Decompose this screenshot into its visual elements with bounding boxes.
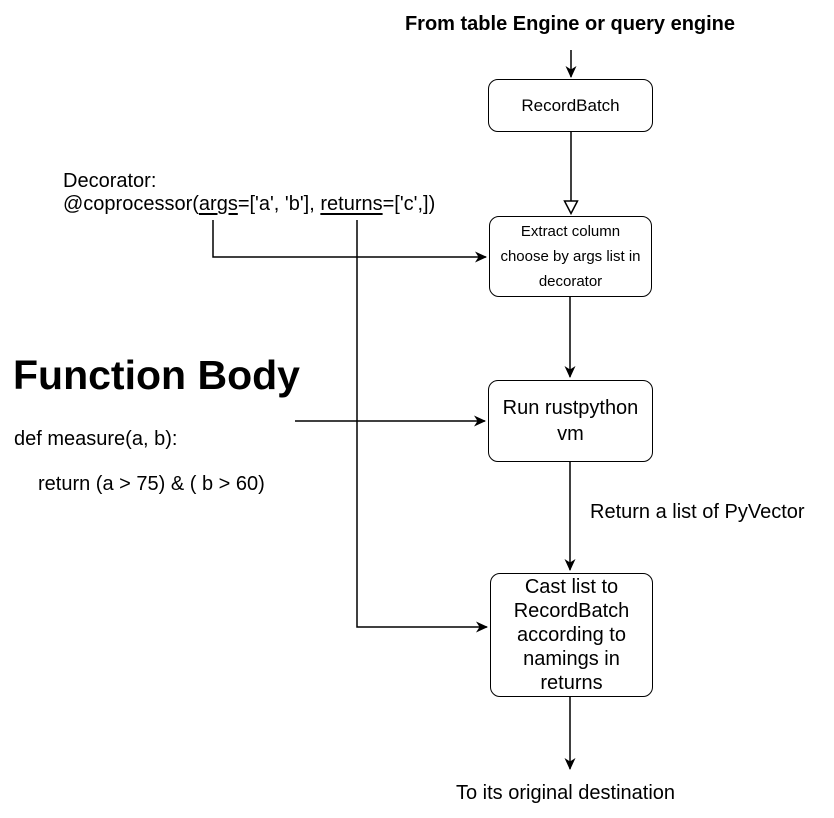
node-recordbatch-label: RecordBatch bbox=[521, 95, 620, 115]
node-extract-column: Extract column choose by args list in de… bbox=[489, 216, 652, 297]
decorator-code-args: args bbox=[198, 193, 238, 215]
source-label: From table Engine or query engine bbox=[404, 13, 736, 35]
edge-returns-to-cast bbox=[356, 220, 488, 633]
node-cast-line: according to bbox=[517, 624, 626, 646]
sink-label: To its original destination bbox=[456, 782, 676, 804]
node-runvm-line: vm bbox=[557, 423, 584, 445]
node-run-rustpython-vm: Run rustpython vm bbox=[488, 380, 653, 462]
node-extract-line: decorator bbox=[538, 273, 603, 290]
function-body-return-line: return (a > 75) & ( b > 60) bbox=[38, 473, 265, 495]
decorator-code-suffix: =['c',]) bbox=[382, 193, 436, 215]
node-cast-line: RecordBatch bbox=[513, 600, 630, 622]
edge-args-to-extract bbox=[212, 220, 487, 263]
function-body-def-line: def measure(a, b): bbox=[14, 428, 178, 450]
node-cast-list-to-recordbatch: Cast list to RecordBatch according to na… bbox=[490, 573, 653, 697]
decorator-code-returns: returns bbox=[320, 193, 383, 215]
decorator-code-mid: =['a', 'b'], bbox=[237, 193, 321, 215]
node-cast-line: Cast list to bbox=[524, 576, 619, 598]
node-cast-line: returns bbox=[540, 672, 603, 694]
decorator-title: Decorator: bbox=[63, 170, 157, 192]
edge-label-return-pyvector: Return a list of PyVector bbox=[590, 501, 805, 523]
node-extract-line: choose by args list in bbox=[500, 248, 641, 265]
node-runvm-line: Run rustpython bbox=[502, 397, 639, 419]
node-recordbatch: RecordBatch bbox=[488, 79, 653, 132]
decorator-code: @coprocessor(args=['a', 'b'], returns=['… bbox=[63, 193, 435, 216]
node-extract-line: Extract column bbox=[520, 223, 621, 240]
function-body-title: Function Body bbox=[13, 352, 300, 398]
decorator-code-prefix: @coprocessor( bbox=[63, 193, 199, 215]
node-cast-line: namings in bbox=[523, 648, 620, 670]
